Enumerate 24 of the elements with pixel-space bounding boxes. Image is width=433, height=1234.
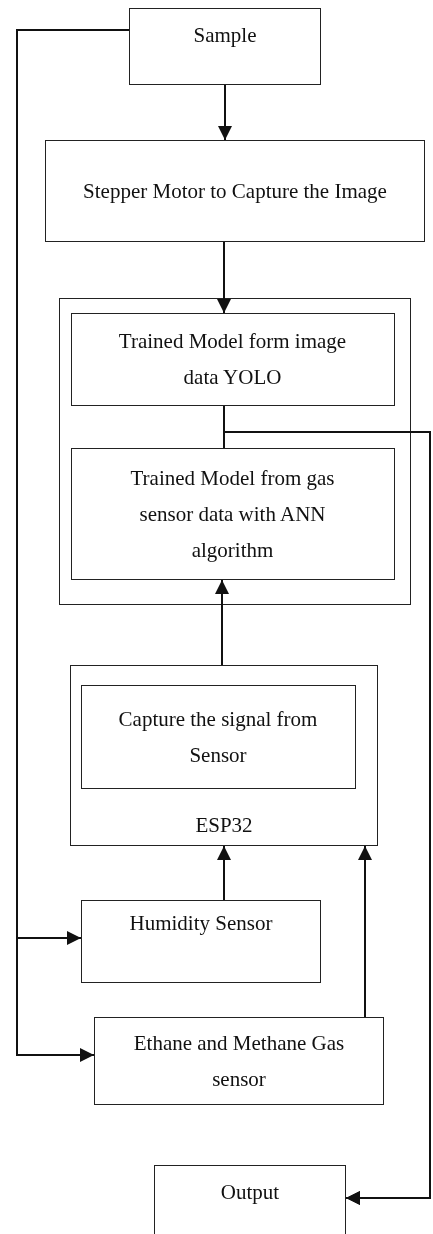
box-label: Ethane and Methane Gas sensor <box>132 1030 346 1093</box>
box-label: Humidity Sensor <box>128 910 274 937</box>
process-box <box>70 447 395 580</box>
process-box <box>154 1165 346 1234</box>
box-label: Sample <box>192 22 258 49</box>
arrow <box>218 84 232 141</box>
process-box <box>80 684 356 789</box>
process-box <box>45 140 425 242</box>
process-box <box>70 312 395 406</box>
box-label: ESP32 <box>194 812 254 839</box>
arrow <box>217 241 231 314</box>
box-label: Output <box>219 1179 281 1206</box>
process-box <box>94 1017 384 1105</box>
arrow <box>217 845 231 901</box>
box-label: Trained Model form image data YOLO <box>117 328 348 391</box>
box-shape <box>59 298 411 605</box>
box-label: Stepper Motor to Capture the Image <box>82 178 388 205</box>
arrow <box>358 845 372 1018</box>
box-label: Trained Model from gas sensor data with ANN algorithm <box>129 464 336 564</box>
group-box <box>70 665 378 846</box>
process-box <box>129 8 321 85</box>
arrow <box>215 579 229 666</box>
box-label: Capture the signal from Sensor <box>117 705 319 769</box>
process-box <box>81 900 321 983</box>
